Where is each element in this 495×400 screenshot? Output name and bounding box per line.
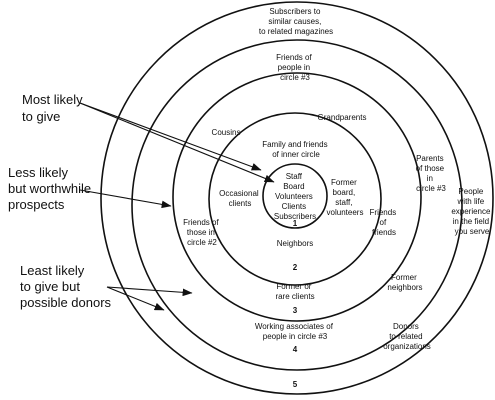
circle-3-grandparents: Grandparents xyxy=(318,113,367,122)
arrow-least-likely-2 xyxy=(106,286,165,311)
circle-4-working-associates: Working associates of people in circle #… xyxy=(255,322,335,341)
circle-number-1: 1 xyxy=(293,219,298,228)
less-likely-label: Less likely but worthwhile prospects xyxy=(8,165,95,212)
circle-4-parents: Parents of those in circle #3 xyxy=(416,154,447,193)
circle-5 xyxy=(100,1,494,395)
arrow-least-likely-1 xyxy=(106,286,193,297)
most-likely-label: Most likely to give xyxy=(22,92,86,124)
circle-5-subscribers: Subscribers to similar causes, to relate… xyxy=(259,7,333,36)
circle-1 xyxy=(262,163,328,229)
circle-number-3: 3 xyxy=(293,306,298,315)
circle-3-former-clients: Former or rare clients xyxy=(275,282,314,301)
circle-5-donors: Donors to related organizations xyxy=(383,322,431,351)
circle-4 xyxy=(131,39,463,371)
arrow-most-likely-2 xyxy=(79,102,262,171)
circle-4-former-neighbors: Former neighbors xyxy=(387,273,422,292)
circle-3-friends-of-circle-2: Friends of those in circle #2 xyxy=(183,218,221,247)
circle-2 xyxy=(208,112,382,286)
circle-3-cousins: Cousins xyxy=(212,128,241,137)
circle-1-members: Staff Board Volunteers Clients Subscribe… xyxy=(274,172,316,221)
least-likely-label: Least likely to give but possible donors xyxy=(20,263,112,310)
circle-number-2: 2 xyxy=(293,263,298,272)
circle-3 xyxy=(172,72,422,322)
circle-2-former-staff: Former board, staff, volunteers xyxy=(327,178,364,217)
arrow-most-likely-1 xyxy=(79,102,275,183)
circle-number-4: 4 xyxy=(293,345,298,354)
circle-4-friends-of-circle-3: Friends of people in circle #3 xyxy=(276,53,314,82)
circle-3-friends-of-friends: Friends of friends xyxy=(370,208,399,237)
circle-5-life-experience: People with life experience in the field… xyxy=(451,187,492,236)
circle-number-5: 5 xyxy=(293,380,298,389)
arrow-less-likely xyxy=(79,189,172,209)
circle-2-neighbors: Neighbors xyxy=(277,239,313,248)
circle-2-family-friends: Family and friends of inner circle xyxy=(262,140,330,159)
circle-2-occasional-clients: Occasional clients xyxy=(219,189,261,208)
